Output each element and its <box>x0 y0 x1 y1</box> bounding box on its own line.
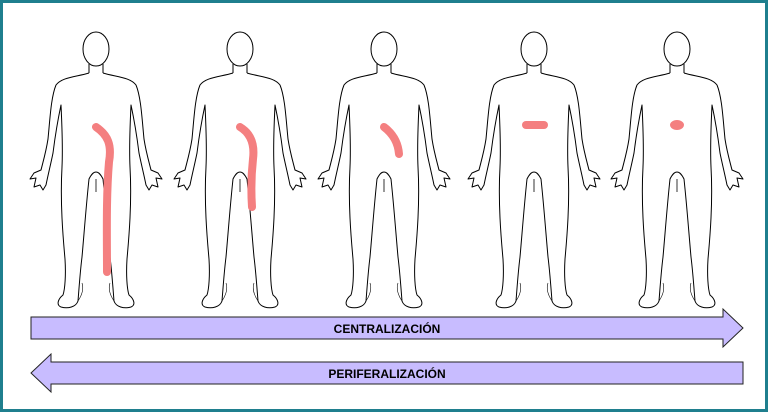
pain-path-thigh <box>236 123 258 211</box>
body-figure-2 <box>173 31 307 309</box>
pain-spot-lumbar <box>670 120 684 130</box>
body-figure-1 <box>29 31 163 309</box>
centralization-diagram: CENTRALIZACIÓN PERIFERALIZACIÓN <box>29 31 744 394</box>
centralization-label: CENTRALIZACIÓN <box>334 321 441 336</box>
centralization-arrow: CENTRALIZACIÓN <box>30 307 744 349</box>
peripheralization-label: PERIFERALIZACIÓN <box>328 366 445 381</box>
body-figure-5 <box>610 31 744 309</box>
pain-path-leg-full <box>92 123 114 276</box>
body-figure-4 <box>467 31 601 309</box>
body-figure-3 <box>317 31 451 309</box>
pain-path-buttock <box>380 123 403 158</box>
peripheralization-arrow: PERIFERALIZACIÓN <box>30 352 744 394</box>
